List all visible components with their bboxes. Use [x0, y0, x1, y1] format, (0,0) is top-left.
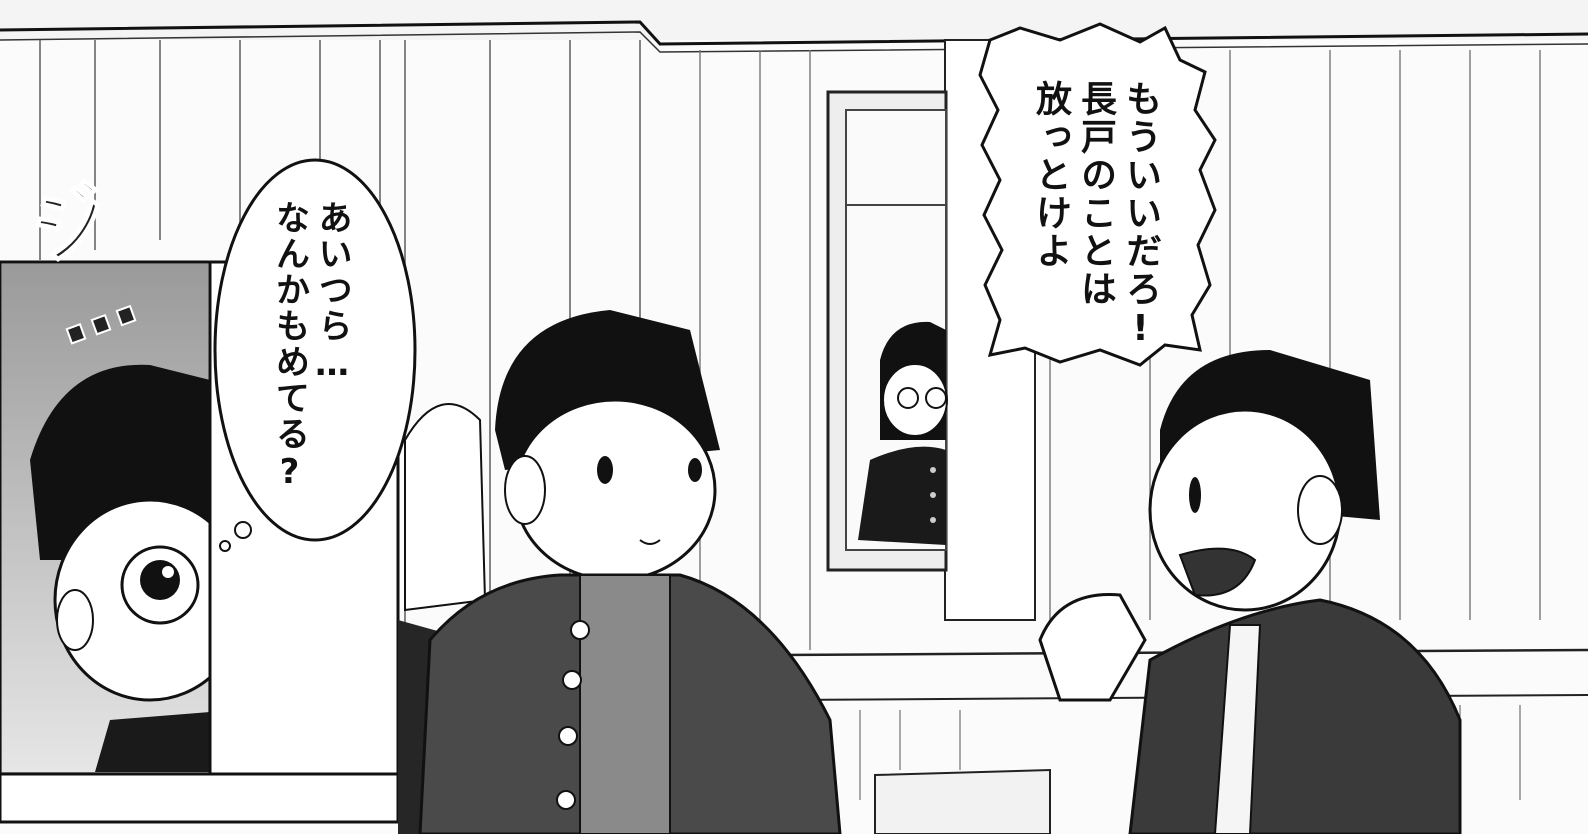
ceiling — [0, 0, 1588, 40]
window-student — [858, 321, 948, 545]
thought-line-1: あいつら… — [312, 200, 352, 386]
thought-bubble-shape — [213, 158, 417, 552]
peeking-student — [30, 364, 247, 772]
shouting-student — [1038, 350, 1462, 834]
thought-bubble: あいつら… なんかもめてる? — [268, 200, 353, 520]
shout-line-2: 長戸のことは — [1075, 80, 1116, 308]
desk — [874, 768, 1051, 834]
shout-bubble: もういいだろ! 長戸のことは 放っとけよ — [1028, 80, 1163, 370]
shout-bubble-shape — [978, 22, 1217, 367]
thought-line-2: なんかもめてる? — [269, 200, 310, 494]
central-student — [418, 310, 842, 834]
fist — [1038, 593, 1147, 702]
inset-bottom-border — [0, 772, 400, 824]
shout-line-3: 放っとけよ — [1030, 80, 1071, 270]
shout-line-1: もういいだろ! — [1120, 80, 1161, 351]
